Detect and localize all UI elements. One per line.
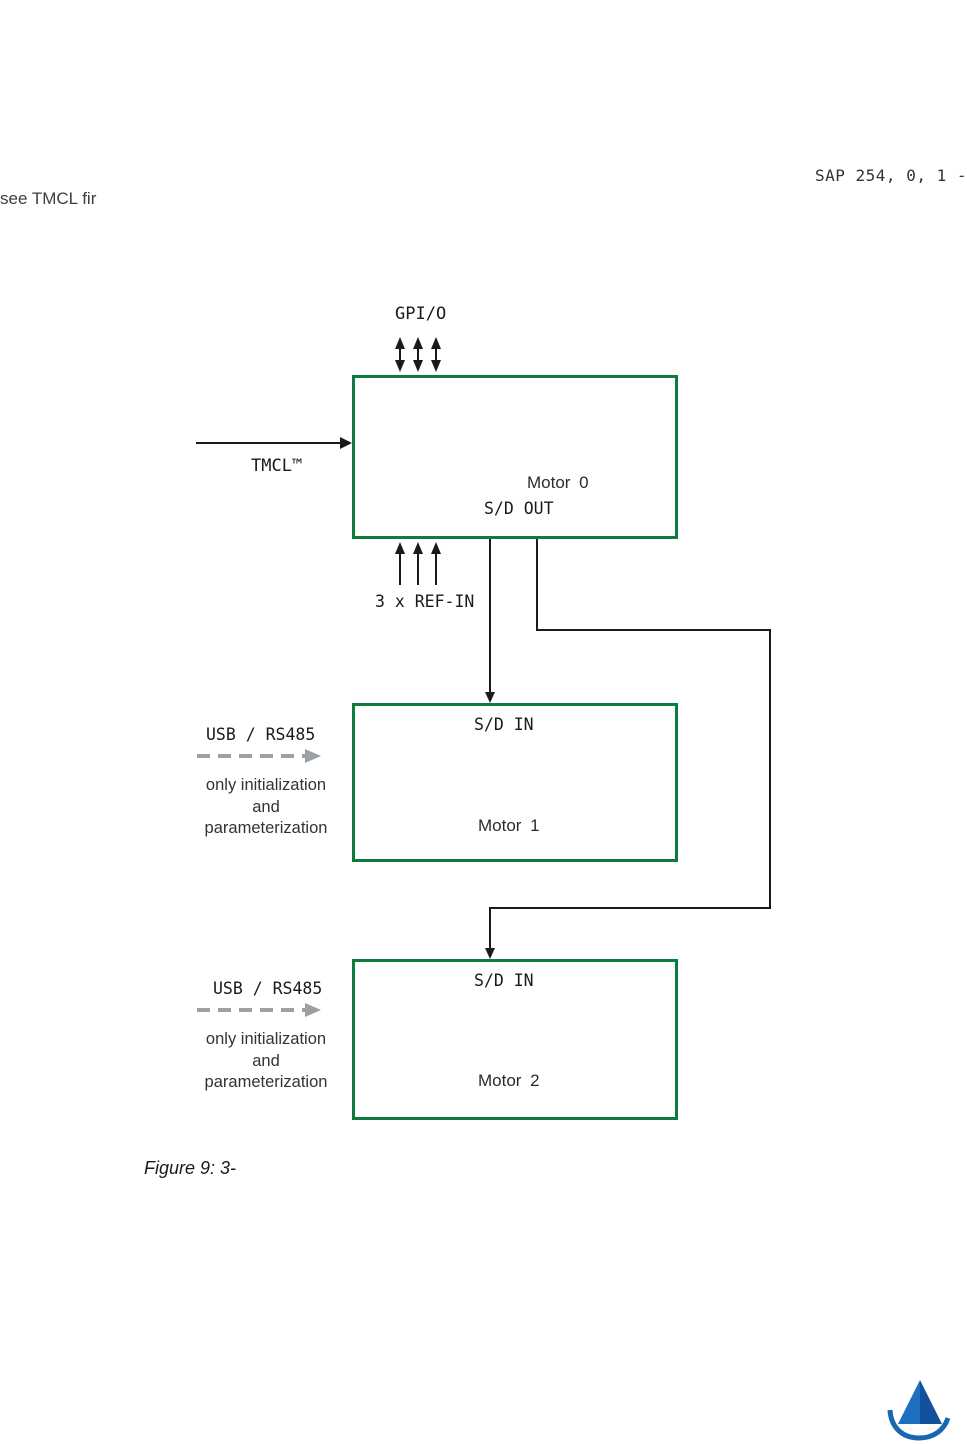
ref-in-arrows (395, 542, 441, 585)
motor0-box (352, 375, 678, 539)
sd-connector-to-motor1 (485, 539, 495, 703)
ref-in-label: 3 x REF-IN (375, 592, 475, 611)
intro-text: see TMCL fir (0, 189, 97, 208)
usb-dashed-arrow-1 (197, 749, 321, 763)
usb-note-line: parameterization (204, 1073, 328, 1091)
header-code: SAP 254, 0, 1 - (815, 166, 967, 185)
gpio-arrows (395, 337, 441, 372)
logo-triangle-right (920, 1380, 942, 1424)
tmcl-arrow (196, 437, 352, 449)
usb-note-line: and (252, 1051, 280, 1070)
logo-triangle-left (898, 1380, 920, 1424)
motor2-box (352, 959, 678, 1120)
motor0-title: Motor 0 (527, 473, 589, 492)
motor1-title: Motor 1 (478, 816, 540, 835)
usb-rs485-label-1: USB / RS485 (206, 725, 316, 744)
motor0-sd-out-label: S/D OUT (484, 499, 554, 518)
usb-note-line: only initialization (205, 1030, 327, 1048)
motor1-sd-in-label: S/D IN (474, 715, 534, 734)
usb-note-line: and (252, 797, 280, 816)
usb-note-line: parameterization (204, 819, 328, 837)
usb-dashed-arrow-2 (197, 1003, 321, 1017)
motor2-sd-in-label: S/D IN (474, 971, 534, 990)
usb-rs485-label-2: USB / RS485 (213, 979, 323, 998)
tmcl-label: TMCL™ (251, 456, 303, 476)
motor1-box (352, 703, 678, 862)
usb-note-2: only initialization and parameterization (186, 1029, 346, 1094)
usb-note-1: only initialization and parameterization (186, 775, 346, 840)
usb-note-line: only initialization (205, 776, 327, 794)
logo-swoosh (887, 1409, 951, 1441)
motor2-title: Motor 2 (478, 1071, 540, 1090)
gpio-label: GPI/O (395, 304, 447, 324)
trinamic-logo (887, 1380, 951, 1441)
figure-caption: Figure 9: 3- (144, 1158, 237, 1178)
